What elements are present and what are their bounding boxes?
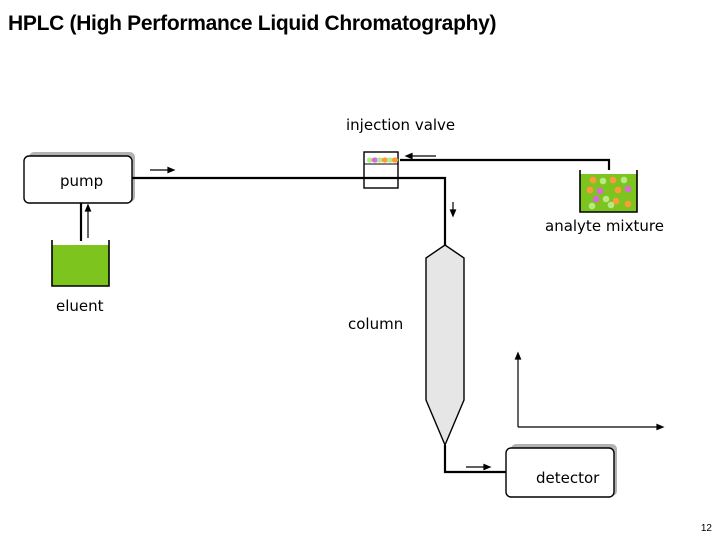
analyte-mixture-label: analyte mixture [545,217,664,235]
injected-sample-band [366,157,399,163]
page-number: 12 [700,523,712,534]
arrow-up-eluent [84,203,92,238]
injection-valve-label: injection valve [346,116,456,134]
arrow-down-column-inlet [449,202,457,218]
analyte-particles [586,176,632,210]
flow-arrows [84,152,492,471]
eluent-container [51,240,110,287]
chromatogram-axes [514,351,665,431]
tube-analyte-to-valve [400,158,611,170]
column-label: column [348,315,404,333]
tubing [79,158,611,474]
injection-valve [363,151,399,189]
eluent-label: eluent [56,297,104,315]
arrow-left-valve-inlet [404,152,436,160]
slide-title: HPLC (High Performance Liquid Chromatogr… [8,12,497,35]
pump-label: pump [60,172,104,190]
tube-column-to-detector [443,445,506,474]
detector-label: detector [536,469,600,487]
tube-pump-to-column [132,176,447,245]
pump-box [23,152,135,204]
detector-box [505,444,617,498]
column [425,244,465,447]
arrow-right-detector-inlet [466,463,492,471]
arrow-right-pump-outlet [150,166,176,174]
analyte-mixture-container [579,170,638,213]
